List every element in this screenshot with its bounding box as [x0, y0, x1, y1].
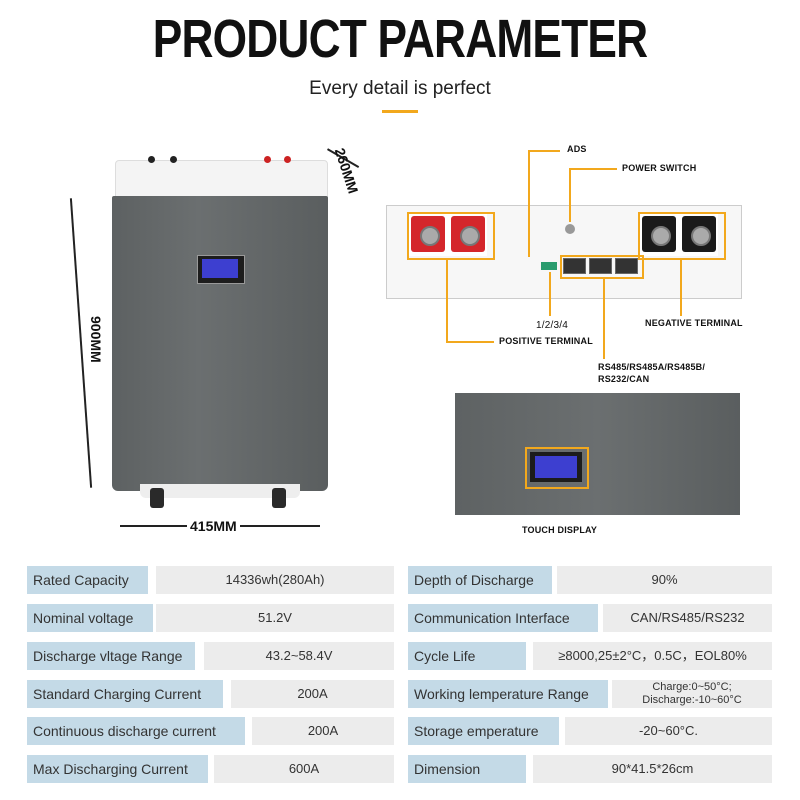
terminal-bolt-icon [451, 216, 485, 252]
positive-terminal-label: POSITIVE TERMINAL [499, 336, 593, 346]
spec-label-dimension: Dimension [408, 755, 526, 783]
battery-body [112, 196, 328, 491]
dip-label: 1/2/3/4 [536, 320, 568, 331]
spec-label-depth-of-discharge: Depth of Discharge [408, 566, 552, 594]
terminal-bolt-icon [642, 216, 676, 252]
power-switch-icon [565, 224, 575, 234]
battery-lcd-screen [197, 255, 245, 284]
spec-value-storage-temperature: -20~60°C. [565, 717, 772, 745]
comm-ports-label-line1: RS485/RS485A/RS485B/ [598, 362, 706, 372]
touch-display-screen [530, 452, 582, 482]
depth-label: 260MM [331, 146, 362, 196]
wheel-icon [150, 488, 164, 508]
power-switch-callout-line [569, 168, 617, 170]
comm-ports [563, 258, 638, 274]
terminal-bolt-icon [411, 216, 445, 252]
ads-label: ADS [567, 144, 587, 154]
touch-display-highlight [525, 447, 589, 489]
battery-pin [170, 156, 177, 163]
touch-display-closeup [455, 393, 740, 515]
battery-base [140, 484, 300, 498]
spec-label-storage-temperature: Storage emperature [408, 717, 559, 745]
spec-value-continuous-discharge-current: 200A [252, 717, 394, 745]
battery-top-cover [115, 160, 328, 200]
comm-ports-label-line2: RS232/CAN [598, 374, 650, 384]
spec-value-charge-temp: Charge:0~50°C; [652, 681, 732, 693]
power-switch-label: POWER SWITCH [622, 163, 697, 173]
spec-value-rated-capacity: 14336wh(280Ah) [156, 566, 394, 594]
spec-label-nominal-voltage: Nominal voltage [27, 604, 153, 632]
spec-label-standard-charging-current: Standard Charging Current [27, 680, 223, 708]
spec-value-discharge-voltage-range: 43.2~58.4V [204, 642, 394, 670]
positive-terminal [409, 214, 487, 256]
wheel-icon [272, 488, 286, 508]
power-switch-callout-line [569, 168, 571, 222]
spec-value-dimension: 90*41.5*26cm [533, 755, 772, 783]
touch-display-label: TOUCH DISPLAY [522, 525, 598, 535]
dip-callout-line [549, 272, 551, 316]
spec-value-communication-interface: CAN/RS485/RS232 [603, 604, 772, 632]
ads-callout-line [528, 150, 560, 152]
comm-callout-line [603, 277, 605, 359]
positive-callout-line [446, 341, 494, 343]
spec-value-cycle-life: ≥8000,25±2°C，0.5C，EOL80% [533, 642, 772, 670]
positive-terminal-highlight [407, 212, 495, 260]
page-subtitle: Every detail is perfect [309, 78, 491, 99]
spec-value-max-discharging-current: 600A [214, 755, 394, 783]
spec-value-nominal-voltage: 51.2V [156, 604, 394, 632]
ads-callout-line [528, 150, 530, 257]
spec-label-cycle-life: Cycle Life [408, 642, 526, 670]
dip-switch [541, 262, 557, 270]
terminal-bolt-icon [682, 216, 716, 252]
negative-callout-line [680, 258, 682, 316]
width-label: 415MM [187, 518, 240, 534]
negative-terminal [640, 214, 718, 256]
negative-terminal-highlight [638, 212, 726, 260]
subtitle-accent-line [382, 110, 418, 113]
spec-label-continuous-discharge-current: Continuous discharge current [27, 717, 245, 745]
spec-label-communication-interface: Communication Interface [408, 604, 598, 632]
spec-value-working-temperature-range: Charge:0~50°C; Discharge:-10~60°C [612, 680, 772, 708]
height-label: 900MM [88, 316, 104, 363]
spec-label-discharge-voltage-range: Discharge vltage Range [27, 642, 195, 670]
page-title: PRODUCT PARAMETER [152, 9, 648, 69]
positive-callout-line [446, 258, 448, 342]
spec-value-standard-charging-current: 200A [231, 680, 394, 708]
negative-terminal-label: NEGATIVE TERMINAL [645, 318, 743, 328]
spec-label-working-temperature-range: Working lemperature Range [408, 680, 608, 708]
spec-value-discharge-temp: Discharge:-10~60°C [642, 694, 742, 706]
comm-ports-highlight [560, 255, 644, 279]
spec-label-rated-capacity: Rated Capacity [27, 566, 148, 594]
battery-pin [264, 156, 271, 163]
battery-pin [148, 156, 155, 163]
spec-label-max-discharging-current: Max Discharging Current [27, 755, 208, 783]
spec-value-depth-of-discharge: 90% [557, 566, 772, 594]
battery-pin [284, 156, 291, 163]
